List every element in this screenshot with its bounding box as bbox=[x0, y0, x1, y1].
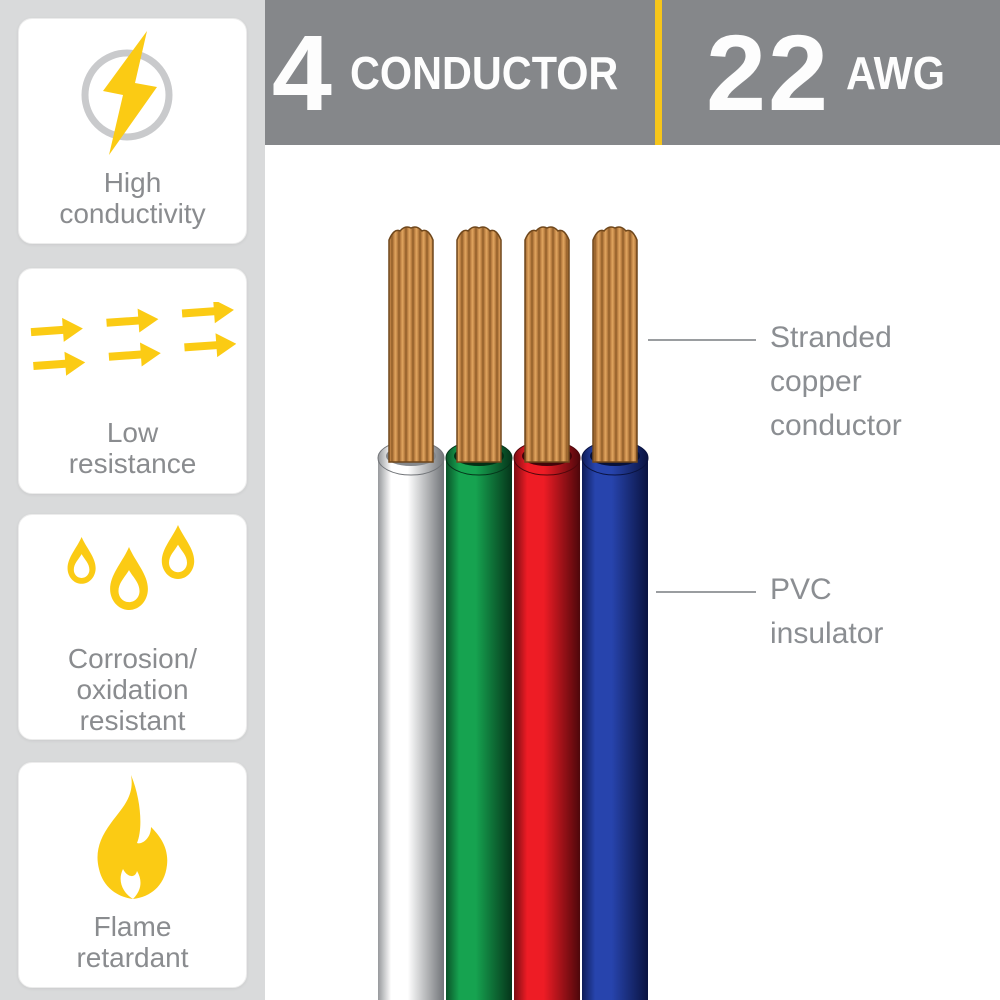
feature-label: Low resistance bbox=[69, 417, 197, 479]
callout-line: Stranded bbox=[770, 321, 892, 354]
feature-label: Corrosion/ oxidation resistant bbox=[68, 643, 197, 736]
pvc-insulator-label: PVC insulator bbox=[770, 568, 883, 656]
flame-icon bbox=[19, 763, 246, 911]
features-sidebar: High conductivity Low bbox=[0, 0, 265, 1000]
awg-label: AWG bbox=[846, 46, 946, 99]
insulator-callout-line bbox=[656, 591, 756, 593]
feature-card-flame-retardant: Flame retardant bbox=[18, 762, 247, 988]
lightning-bolt bbox=[102, 31, 157, 155]
copper-strands bbox=[592, 226, 638, 463]
feature-line: High bbox=[103, 167, 162, 198]
feature-line: resistant bbox=[79, 705, 186, 736]
insulator-body bbox=[514, 458, 580, 1000]
copper-strands bbox=[524, 226, 570, 463]
drops-group bbox=[67, 525, 194, 610]
feature-label: Flame retardant bbox=[76, 911, 188, 973]
feature-line: conductivity bbox=[59, 198, 206, 229]
callout-line: PVC bbox=[770, 573, 832, 606]
callout-line: conductor bbox=[770, 409, 902, 442]
wire-blue bbox=[581, 226, 649, 1000]
conductor-spec: 4 CONDUCTOR bbox=[265, 0, 655, 145]
copper-strands bbox=[388, 226, 434, 463]
callout-line: copper bbox=[770, 365, 862, 398]
feature-line: Flame bbox=[93, 911, 172, 942]
flow-arrows-icon bbox=[19, 269, 246, 417]
wire-red bbox=[513, 226, 581, 1000]
water-drops-icon bbox=[19, 515, 246, 643]
feature-line: oxidation bbox=[76, 674, 189, 705]
feature-line: resistance bbox=[68, 448, 197, 479]
wire-green bbox=[445, 226, 513, 1000]
copper-strands bbox=[456, 226, 502, 463]
lightning-circle-icon bbox=[19, 19, 246, 167]
insulator-body bbox=[582, 458, 648, 1000]
callout-line: insulator bbox=[770, 617, 884, 650]
circle-outline bbox=[81, 49, 172, 141]
feature-label: High conductivity bbox=[59, 167, 205, 229]
copper-conductor-label: Stranded copper conductor bbox=[770, 316, 902, 448]
feature-line: Corrosion/ bbox=[67, 643, 198, 674]
insulator-body bbox=[446, 458, 512, 1000]
conductor-label: CONDUCTOR bbox=[349, 46, 619, 99]
wire-white bbox=[377, 226, 445, 1000]
feature-card-high-conductivity: High conductivity bbox=[18, 18, 247, 244]
insulator-body bbox=[378, 458, 444, 1000]
feature-line: retardant bbox=[76, 942, 189, 973]
flame-inner bbox=[120, 869, 140, 899]
awg-value: 22 bbox=[705, 11, 831, 133]
arrows-group bbox=[30, 302, 236, 376]
feature-card-low-resistance: Low resistance bbox=[18, 268, 247, 494]
conductor-count: 4 bbox=[271, 11, 334, 133]
banner-divider bbox=[655, 0, 662, 145]
awg-spec: 22 AWG bbox=[662, 0, 1000, 145]
flame-shape bbox=[97, 775, 167, 899]
feature-line: Low bbox=[106, 417, 159, 448]
spec-banner: 4 CONDUCTOR 22 AWG bbox=[265, 0, 1000, 145]
copper-callout-line bbox=[648, 339, 756, 341]
feature-card-corrosion-resistant: Corrosion/ oxidation resistant bbox=[18, 514, 247, 740]
